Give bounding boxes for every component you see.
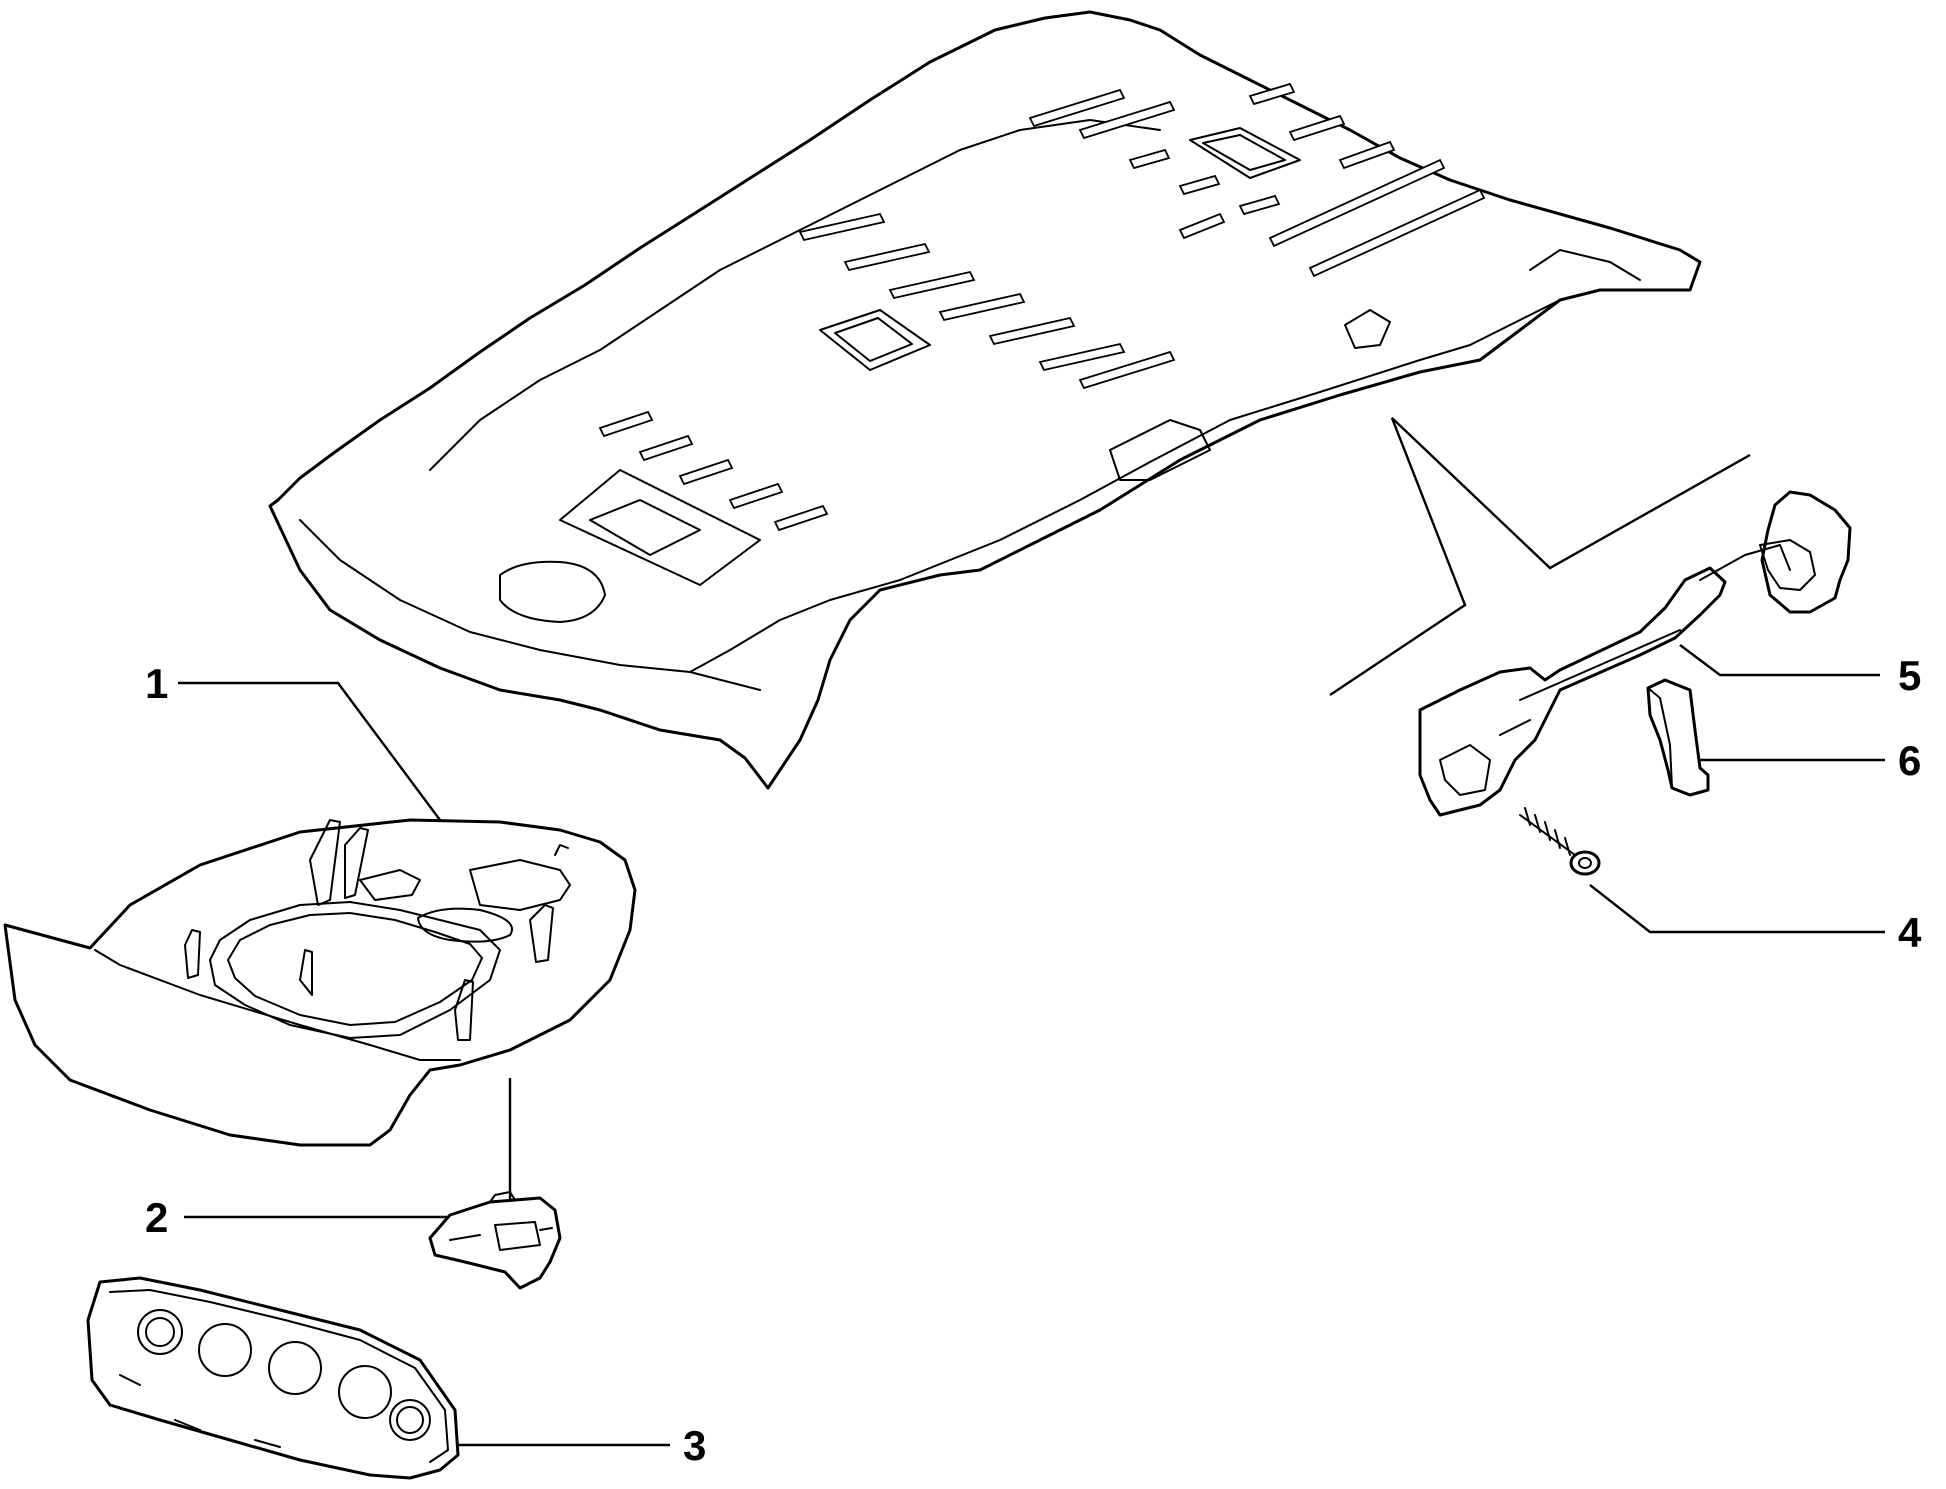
headliner-slots [598, 82, 1486, 532]
lamp-bracket [428, 1191, 562, 1290]
leader-4 [1589, 884, 1885, 934]
callout-labels: 1 2 3 4 5 6 [145, 652, 1922, 1469]
console-shell [3, 818, 637, 1147]
callout-3: 3 [683, 1422, 706, 1469]
callout-4: 4 [1898, 909, 1922, 956]
screw [1519, 807, 1601, 876]
callout-1: 1 [145, 660, 168, 707]
leader-lines [178, 417, 1885, 1447]
headliner-panel [268, 10, 1702, 790]
leader-1 [178, 681, 441, 821]
callout-5: 5 [1898, 652, 1921, 699]
callout-6: 6 [1898, 737, 1921, 784]
leader-5 [1679, 644, 1880, 677]
lamp-cover [86, 1276, 460, 1480]
clip-cap [1646, 678, 1710, 797]
exploded-view-bracket [1329, 417, 1751, 696]
grab-handle [1418, 490, 1852, 817]
callout-2: 2 [145, 1194, 168, 1241]
